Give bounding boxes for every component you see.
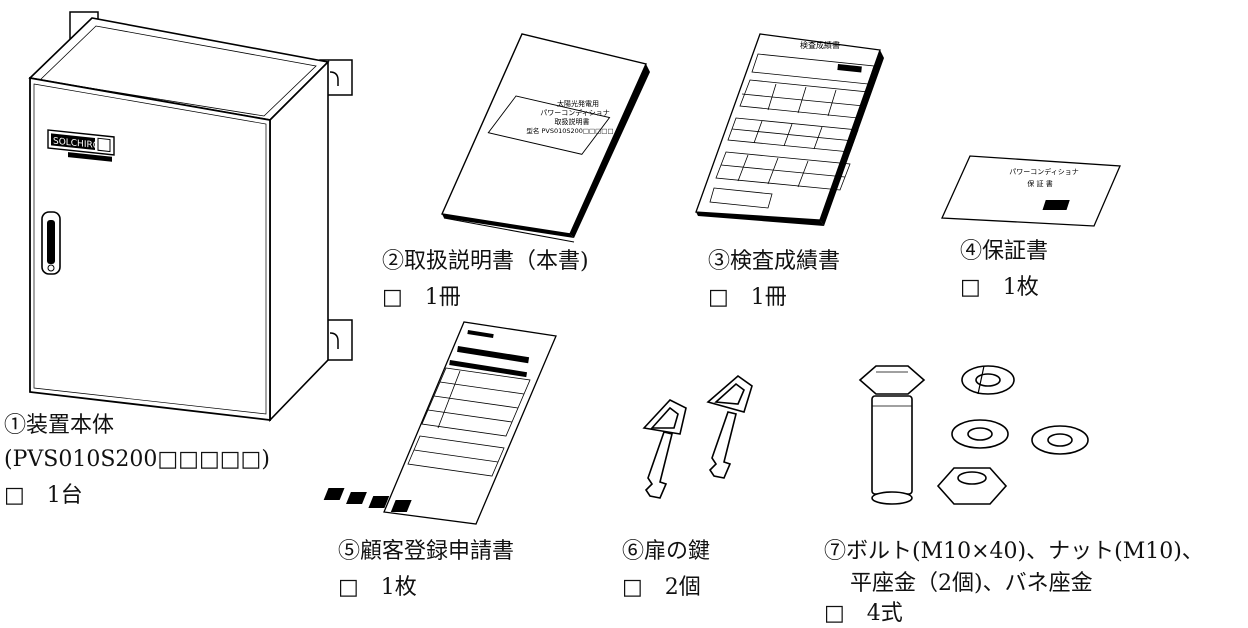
bolt-icon [858,365,926,505]
device-quantity: □ 1台 [4,483,83,508]
nut-icon [936,467,1008,505]
registration-illustration [323,321,557,525]
key-icon [642,399,687,499]
inspection-label: ③検査成績書 [708,249,841,274]
bolts-quantity: □ 4式 [824,601,903,626]
washer-icon [951,419,1089,455]
keys-quantity: □ 2個 [622,575,701,600]
inspection-quantity: □ 1冊 [708,285,787,310]
manual-cover-line2: パワーコンディショナ [540,108,610,117]
keys-label: ⑥扉の鍵 [622,539,711,564]
keys-illustration [642,374,753,499]
device-label: ①装置本体 [4,413,115,438]
bolts-label-line2: 平座金（2個)、バネ座金 [850,571,1093,596]
spring-washer-icon [961,365,1015,395]
warranty-quantity: □ 1枚 [960,275,1039,300]
bolts-label: ⑦ボルト(M10×40)、ナット(M10)、 [824,539,1204,564]
key-icon [706,374,753,479]
bolts-illustration [858,365,1089,505]
warranty-label: ④保証書 [960,239,1049,264]
inspection-illustration: 検査成績書 [695,33,884,226]
device-illustration: SOLCHIRO [28,11,353,422]
door-handle-icon [41,211,61,275]
registration-label: ⑤顧客登録申請書 [338,539,515,564]
manual-cover-line4: 型名 PVS010S200□□□□□ [526,126,613,135]
registration-quantity: □ 1枚 [338,575,417,600]
warranty-card-line2: 保 証 書 [1027,179,1052,188]
inspection-sheet-title: 検査成績書 [800,40,840,50]
manual-illustration: 太陽光発電用 パワーコンディショナ 取扱説明書 型名 PVS010S200□□□… [440,33,650,243]
device-model: (PVS010S200□□□□□) [4,447,270,472]
manual-quantity: □ 1冊 [382,285,461,310]
brand-plate-text: SOLCHIRO [53,137,100,152]
warranty-card-line1: パワーコンディショナ [1009,167,1079,176]
manual-cover-line3: 取扱説明書 [555,117,590,126]
manual-cover-line1: 太陽光発電用 [557,99,599,108]
warranty-illustration: パワーコンディショナ 保 証 書 [941,155,1121,227]
manual-label: ②取扱説明書（本書) [382,249,589,274]
